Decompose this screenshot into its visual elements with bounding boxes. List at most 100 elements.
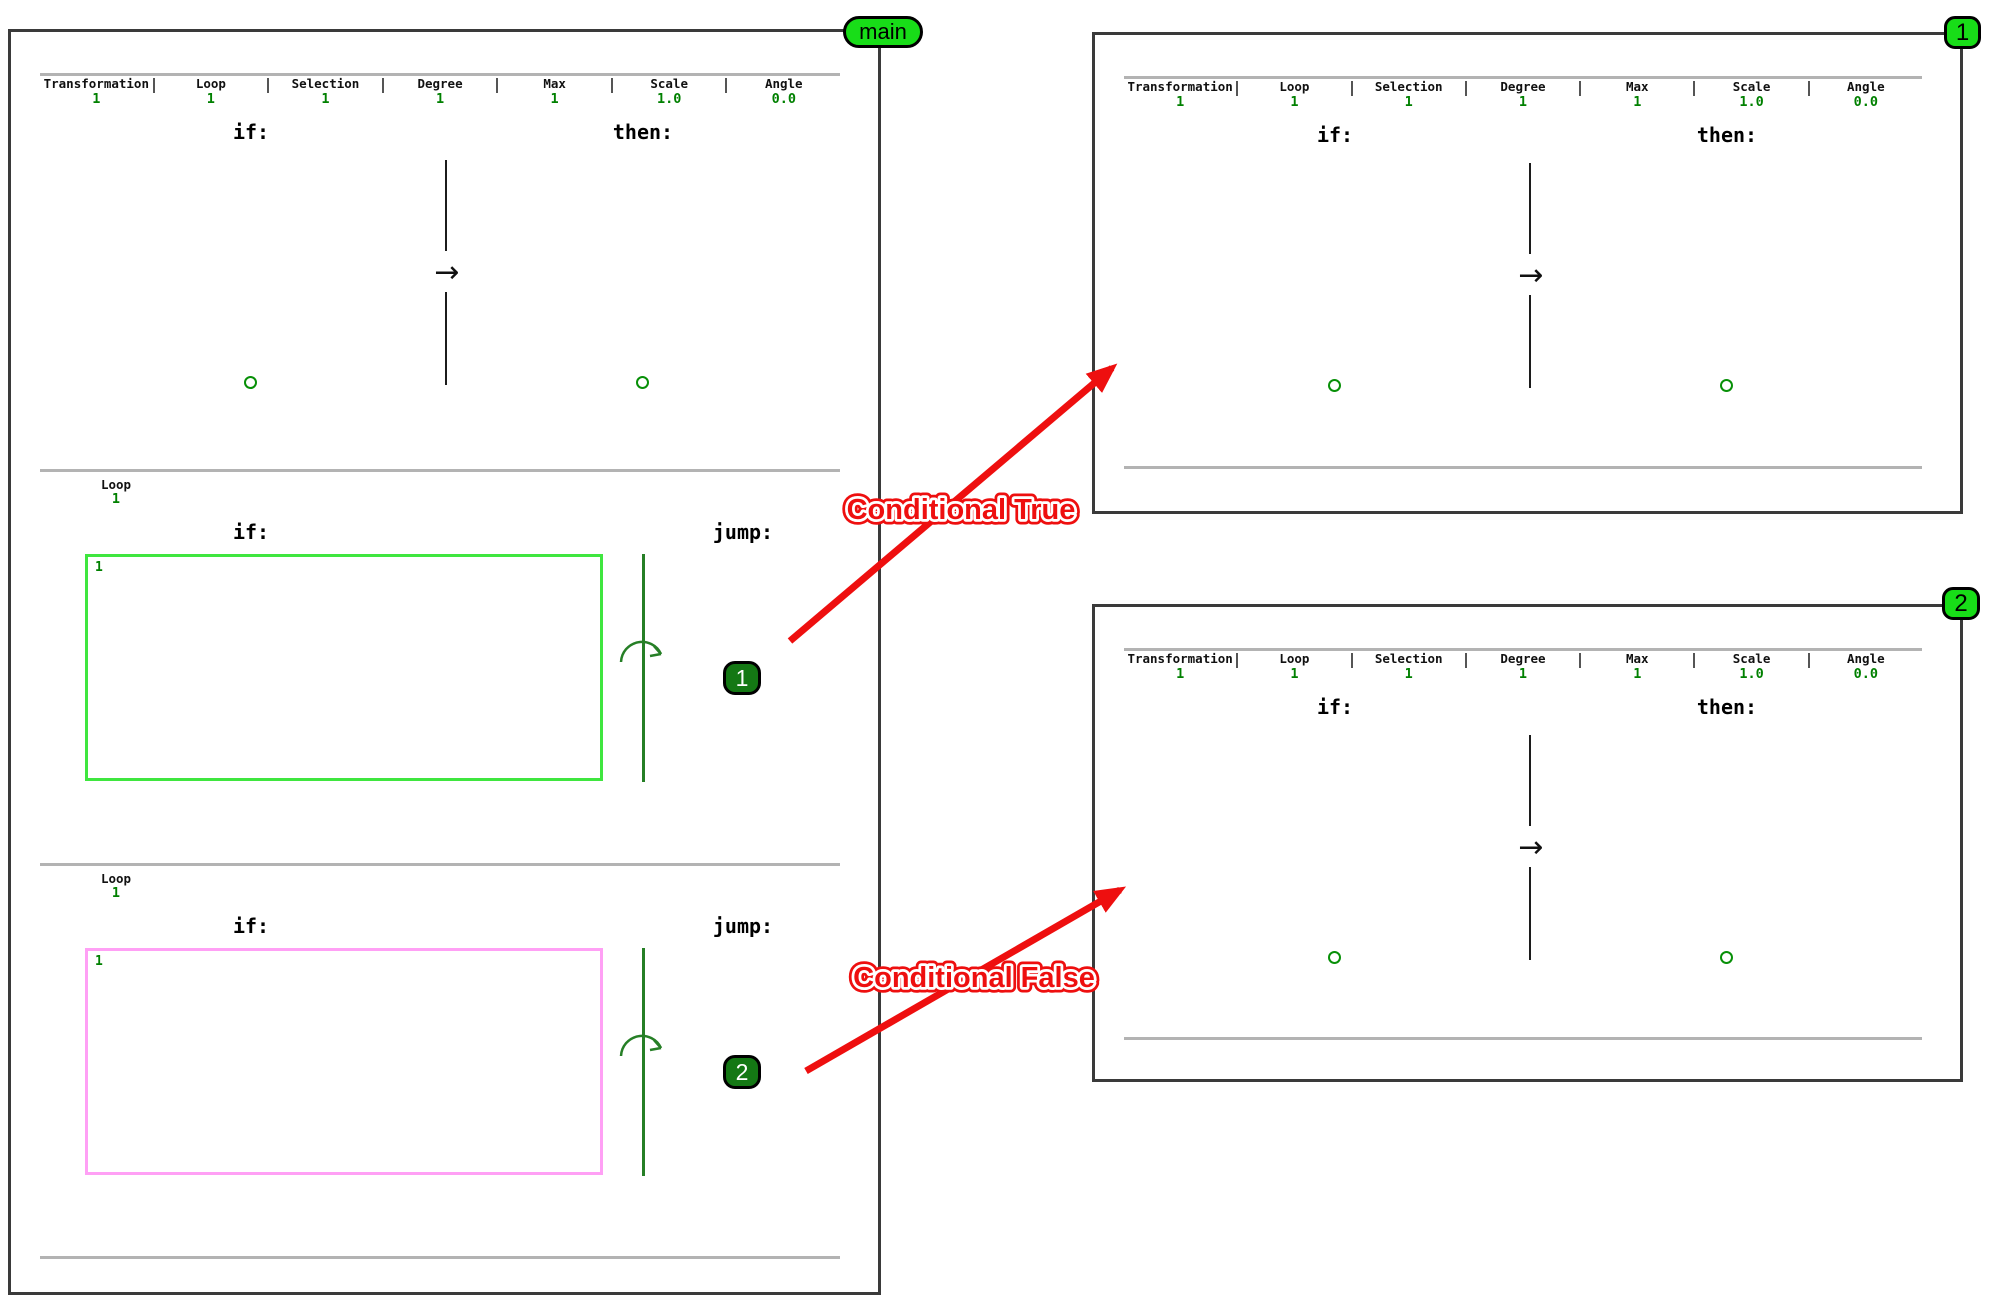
if-label: if: xyxy=(232,914,270,938)
param-value: 1 xyxy=(92,91,101,107)
panel-badge-1[interactable]: 1 xyxy=(1944,16,1981,49)
param-label: Degree xyxy=(1500,651,1546,666)
then-anchor-point[interactable] xyxy=(636,376,649,389)
if-anchor-point[interactable] xyxy=(1328,951,1341,964)
jump-label: jump: xyxy=(712,914,774,938)
header-divider xyxy=(1124,648,1922,651)
rule-divider-line xyxy=(445,292,447,385)
then-label: then: xyxy=(612,120,674,144)
if-anchor-point[interactable] xyxy=(244,376,257,389)
param-label: Loop xyxy=(1279,79,1310,94)
conditional-false-label: Conditional False xyxy=(853,962,1095,994)
param-value: 1 xyxy=(1176,94,1185,110)
param-label: Max xyxy=(1625,651,1649,666)
param-value: 1 xyxy=(550,91,559,107)
loop-value: 1 xyxy=(111,491,121,507)
rule-divider-line xyxy=(1529,295,1531,388)
param-label: Loop xyxy=(1279,651,1310,666)
column-separator xyxy=(1464,653,1467,668)
panel-badge-2[interactable]: 2 xyxy=(1942,587,1980,620)
column-separator xyxy=(1350,81,1353,96)
param-label: Scale xyxy=(1732,79,1771,94)
column-separator xyxy=(1350,653,1353,668)
param-value: 1 xyxy=(1633,666,1642,682)
column-separator xyxy=(496,78,499,93)
param-value: 0.0 xyxy=(771,91,796,107)
if-anchor-point[interactable] xyxy=(1328,379,1341,392)
condition-region-green[interactable]: 1 xyxy=(85,554,603,781)
param-label: Degree xyxy=(417,76,463,91)
param-label: Selection xyxy=(291,76,360,91)
then-anchor-point[interactable] xyxy=(1720,951,1733,964)
rule-divider-line xyxy=(445,160,447,251)
param-label: Transformation xyxy=(1127,79,1233,94)
tab-main[interactable]: main xyxy=(843,16,923,48)
column-separator xyxy=(610,78,613,93)
rule-divider-line xyxy=(1529,867,1531,960)
transform-arrow-icon: → xyxy=(434,255,460,290)
column-separator xyxy=(1807,81,1810,96)
loop-label: Loop xyxy=(100,871,132,886)
param-label: Transformation xyxy=(1127,651,1233,666)
param-value: 1 xyxy=(1518,666,1528,682)
then-label: then: xyxy=(1696,695,1758,719)
condition-region-pink[interactable]: 1 xyxy=(85,948,603,1175)
region-value: 1 xyxy=(95,560,103,575)
if-label: if: xyxy=(1316,695,1354,719)
param-value: 1 xyxy=(1404,666,1413,682)
transform-arrow-icon: → xyxy=(1518,830,1544,865)
loop-rotation-icon xyxy=(619,1034,663,1057)
jump-target-badge-1[interactable]: 1 xyxy=(723,661,761,695)
column-separator xyxy=(1464,81,1467,96)
rule-divider-line xyxy=(1529,163,1531,254)
param-value: 1 xyxy=(1518,94,1528,110)
column-separator xyxy=(1693,653,1696,668)
column-separator xyxy=(1579,653,1582,668)
conditional-false-label: Conditional False xyxy=(853,962,1095,994)
column-separator xyxy=(1693,81,1696,96)
if-label: if: xyxy=(1316,123,1354,147)
jump-target-badge-2[interactable]: 2 xyxy=(723,1055,761,1089)
region-value: 1 xyxy=(95,954,103,969)
header-divider xyxy=(40,73,840,76)
column-separator xyxy=(1236,653,1239,668)
param-value: 1 xyxy=(206,91,215,107)
loop-label: Loop xyxy=(100,477,132,492)
param-value: 1.0 xyxy=(656,91,682,107)
transform-arrow-icon: → xyxy=(1518,258,1544,293)
column-separator xyxy=(267,78,270,93)
section-divider xyxy=(40,1256,840,1259)
param-value: 0.0 xyxy=(1853,666,1879,682)
section-divider xyxy=(40,469,840,472)
section-divider xyxy=(1124,466,1922,469)
param-value: 1 xyxy=(1404,94,1413,110)
param-label: Loop xyxy=(195,76,226,91)
column-separator xyxy=(381,78,384,93)
then-anchor-point[interactable] xyxy=(1720,379,1733,392)
